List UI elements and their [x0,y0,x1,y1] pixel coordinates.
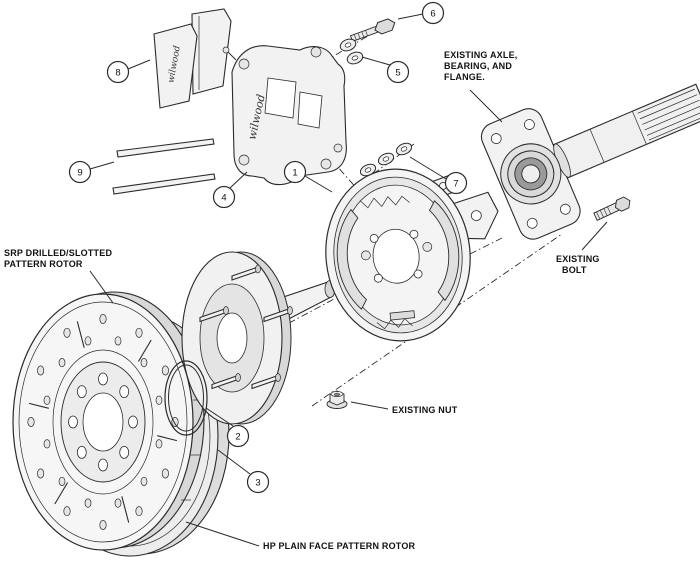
rotor-srp-drilled [12,291,205,551]
bolt-washers-item5 [339,38,364,65]
axle-splines [637,88,700,141]
callout-9-number: 9 [77,168,82,179]
callout-2: 2 [226,424,250,448]
bridge-bolt [349,18,396,42]
axle-shaft [552,83,700,179]
label-srp-rotor-line1: SRP DRILLED/SLOTTED [4,248,112,258]
label-hp-rotor: HP PLAIN FACE PATTERN ROTOR [263,541,416,551]
brake-shoe-right [428,200,460,302]
callout-6: 6 [421,1,445,25]
label-existing-axle-line3: FLANGE. [444,72,485,82]
label-existing-bolt-line1: EXISTING [556,254,600,264]
o-ring [164,360,208,436]
existing-bolt [593,196,631,221]
callout-2-number: 2 [235,432,240,443]
rotor-drill-pattern-outer [27,314,179,530]
leader-lines [89,13,608,547]
axle-assembly [480,83,700,240]
hold-down-pin [361,250,371,261]
rotor-drill-pattern-inner [43,336,163,508]
adjuster-spring-bottom [376,318,413,330]
label-srp-rotor-line2: PATTERN ROTOR [4,259,83,269]
hold-down-pin [422,242,433,252]
hub-adapter [181,251,336,425]
rotor-slots [28,321,178,523]
bearing-inner [521,164,541,184]
label-existing-bolt-line2: BOLT [562,265,587,275]
callout-4: 4 [212,185,236,209]
label-srp-rotor: SRP DRILLED/SLOTTED PATTERN ROTOR [4,248,112,269]
label-existing-bolt: EXISTING BOLT [556,254,600,275]
parking-brake-assembly [325,168,499,342]
callout-7-number: 7 [453,179,458,190]
callout-4-number: 4 [221,193,226,204]
callout-7: 7 [444,171,468,195]
caliper: wilwood [222,45,347,186]
label-existing-nut-text: EXISTING NUT [392,405,458,415]
callout-1: 1 [283,160,307,184]
callout-3: 3 [246,470,270,494]
axle-opening [372,228,420,284]
callout-1-number: 1 [292,168,297,179]
label-existing-axle-line1: EXISTING AXLE, [444,50,517,60]
label-existing-nut: EXISTING NUT [392,405,458,415]
label-existing-axle: EXISTING AXLE, BEARING, AND FLANGE. [444,50,517,82]
brake-shoe-left [336,208,368,310]
callout-8: 8 [106,60,130,84]
adjuster [389,310,416,321]
washers-item7 [359,142,413,177]
pad-retainer-rods [112,138,216,195]
return-spring-top [359,195,410,209]
bleed-screw [222,46,230,54]
callout-9: 9 [68,160,92,184]
label-existing-axle-line2: BEARING, AND [444,61,512,71]
callout-5-number: 5 [395,68,400,79]
callout-6-number: 6 [430,9,435,20]
brake-pads: wilwood [153,8,232,109]
wheel-studs [199,264,293,390]
callout-5: 5 [386,60,410,84]
callout-3-number: 3 [255,478,260,489]
rotor-lug-holes [68,372,138,472]
callout-8-number: 8 [115,68,120,79]
existing-nut [326,390,348,409]
label-hp-rotor-text: HP PLAIN FACE PATTERN ROTOR [263,541,416,551]
